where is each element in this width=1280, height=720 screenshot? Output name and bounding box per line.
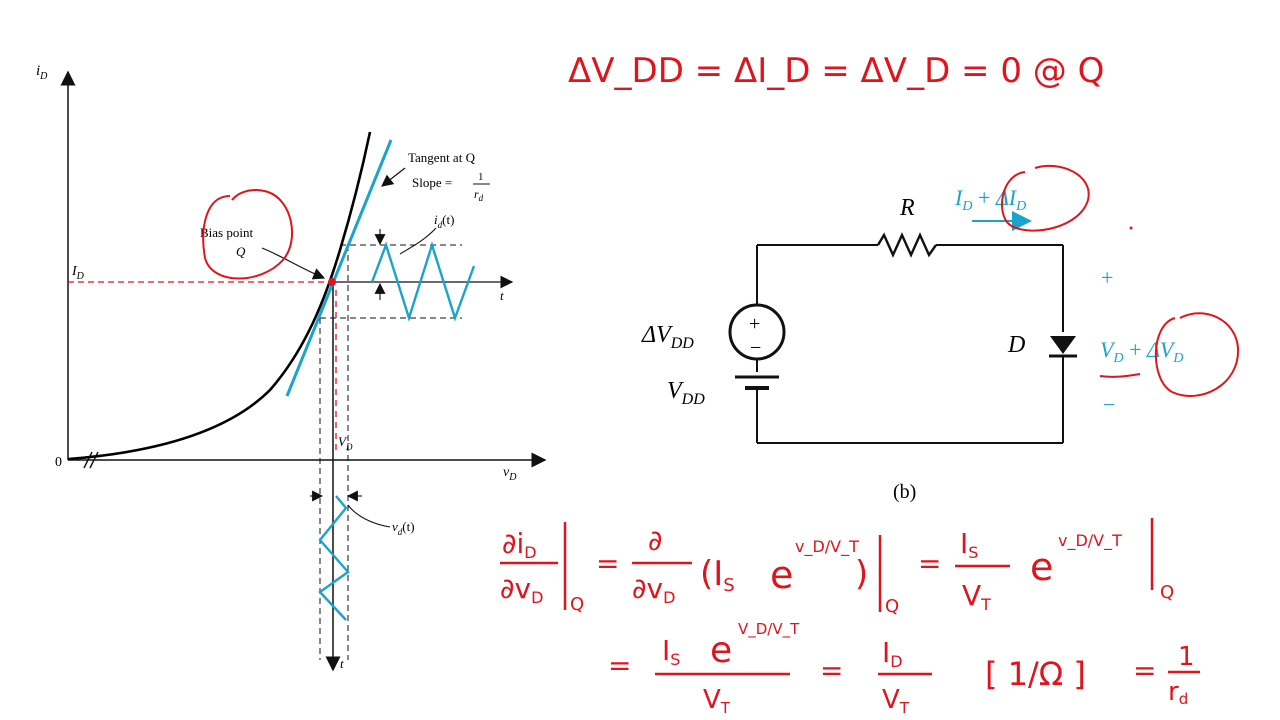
current-label: ID + ΔID: [954, 185, 1026, 214]
equation-line-1: ∂iD ∂vD Q = ∂ ∂vD (IS e v_D/V_T ) Q = IS…: [500, 518, 1174, 617]
eq1-at2: Q: [885, 596, 899, 617]
eq1-lhs-den: ∂vD: [500, 572, 543, 607]
eq1-lhs-num: ∂iD: [502, 527, 537, 562]
note-line-1: ΔV_DD = ΔI_D = ΔV_D = 0 @ Q: [568, 51, 1104, 91]
id-t-label: id(t): [434, 212, 454, 230]
eq2-final-den: rd: [1168, 677, 1188, 708]
eq1-close: ): [855, 554, 868, 594]
handwritten-notes: ΔV_DD = ΔI_D = ΔV_D = 0 @ Q ∂iD ∂vD Q = …: [500, 51, 1200, 717]
tangent-annotation-line1: Tangent at Q: [408, 150, 476, 165]
id-level-label: ID: [71, 264, 85, 282]
tangent-line: [285, 139, 393, 397]
eq2-unit: [ 1/Ω ]: [985, 655, 1086, 693]
eq2-eq3: =: [1133, 654, 1156, 687]
ac-source-icon: [728, 303, 786, 361]
vd-plus-sign: +: [1101, 265, 1113, 290]
resistor-r: [876, 232, 937, 258]
circuit-diagram: + − R D ΔVDD VDD ID + ΔID + VD + ΔVD − (…: [641, 164, 1240, 503]
vd-t-arrow: [347, 504, 391, 528]
id-t-waveform: [370, 241, 476, 322]
eq2-num2: ID: [882, 636, 903, 671]
vd-label: VD: [338, 434, 353, 452]
eq1-frac-num: IS: [960, 527, 978, 562]
eq2-eq: =: [608, 649, 631, 682]
origin-label: 0: [55, 455, 62, 470]
eq2-den2: VT: [882, 685, 910, 717]
axis-break-icon: [83, 451, 99, 469]
eq1-at: Q: [570, 594, 584, 615]
equation-line-2: = IS e V_D/V_T VT = ID VT [ 1/Ω ] = 1 rd: [608, 620, 1200, 717]
eq1-e-sup: v_D/V_T: [795, 537, 859, 557]
id-t-arrow: [399, 227, 437, 255]
bias-point-q: Q: [236, 244, 246, 259]
vdd-label: VDD: [667, 378, 705, 408]
delta-vdd-label: ΔVDD: [641, 322, 694, 352]
tangent-annotation-num: 1: [478, 171, 484, 183]
delta-id-circle-handwritten: [1001, 164, 1090, 232]
bias-circle-handwritten: [202, 189, 293, 280]
eq2-e: e: [710, 630, 732, 671]
eq2-eq2: =: [820, 654, 843, 687]
vd-t-label: vd(t): [392, 519, 415, 537]
diode-curve: [67, 131, 372, 461]
eq1-at3: Q: [1160, 582, 1174, 603]
eq1-e2-sup: v_D/V_T: [1058, 531, 1122, 551]
diode-characteristic-graph: iD vD 0 ID t t Tangent at Q Slope = 1 rd: [36, 63, 547, 672]
ac-source-plus: +: [749, 313, 760, 335]
diode-icon: [1050, 336, 1076, 354]
eq1-d-den: ∂vD: [632, 572, 675, 607]
resistor-label: R: [899, 195, 915, 221]
eq1-e2: e: [1030, 545, 1053, 589]
circuit-caption: (b): [893, 481, 916, 503]
eq1-eq2: =: [918, 547, 941, 580]
eq1-e: e: [770, 553, 793, 597]
vd-underline-handwritten: [1099, 373, 1141, 378]
bias-arrow: [261, 247, 326, 280]
eq2-e-sup: V_D/V_T: [738, 620, 800, 639]
eq1-paren: (IS: [700, 554, 735, 596]
eq2-final-num: 1: [1178, 642, 1195, 672]
vd-t-waveform: [318, 495, 350, 621]
vd-minus-sign: −: [1103, 392, 1115, 417]
q-point: [328, 278, 336, 286]
vd-delta-label: VD + ΔVD: [1100, 337, 1183, 366]
eq1-d-num: ∂: [648, 524, 662, 557]
time-axis-right-label: t: [500, 288, 504, 303]
tangent-annotation-slope: Slope =: [412, 175, 452, 190]
y-axis-label: iD: [36, 63, 48, 82]
stray-dot: [1129, 226, 1133, 230]
delta-vd-circle-handwritten: [1154, 312, 1240, 397]
tangent-annotation-den: rd: [474, 187, 484, 203]
eq2-den: VT: [703, 685, 731, 717]
diode-label: D: [1007, 332, 1025, 358]
bias-point-label: Bias point: [200, 225, 253, 240]
x-axis-label: vD: [503, 465, 517, 483]
eq2-num: IS: [662, 634, 680, 669]
tangent-arrow: [381, 167, 406, 187]
eq1-frac-den: VT: [962, 579, 991, 614]
time-axis-bottom-label: t: [340, 656, 344, 671]
eq1-eq: =: [596, 547, 619, 580]
ac-source-minus: −: [750, 337, 761, 359]
